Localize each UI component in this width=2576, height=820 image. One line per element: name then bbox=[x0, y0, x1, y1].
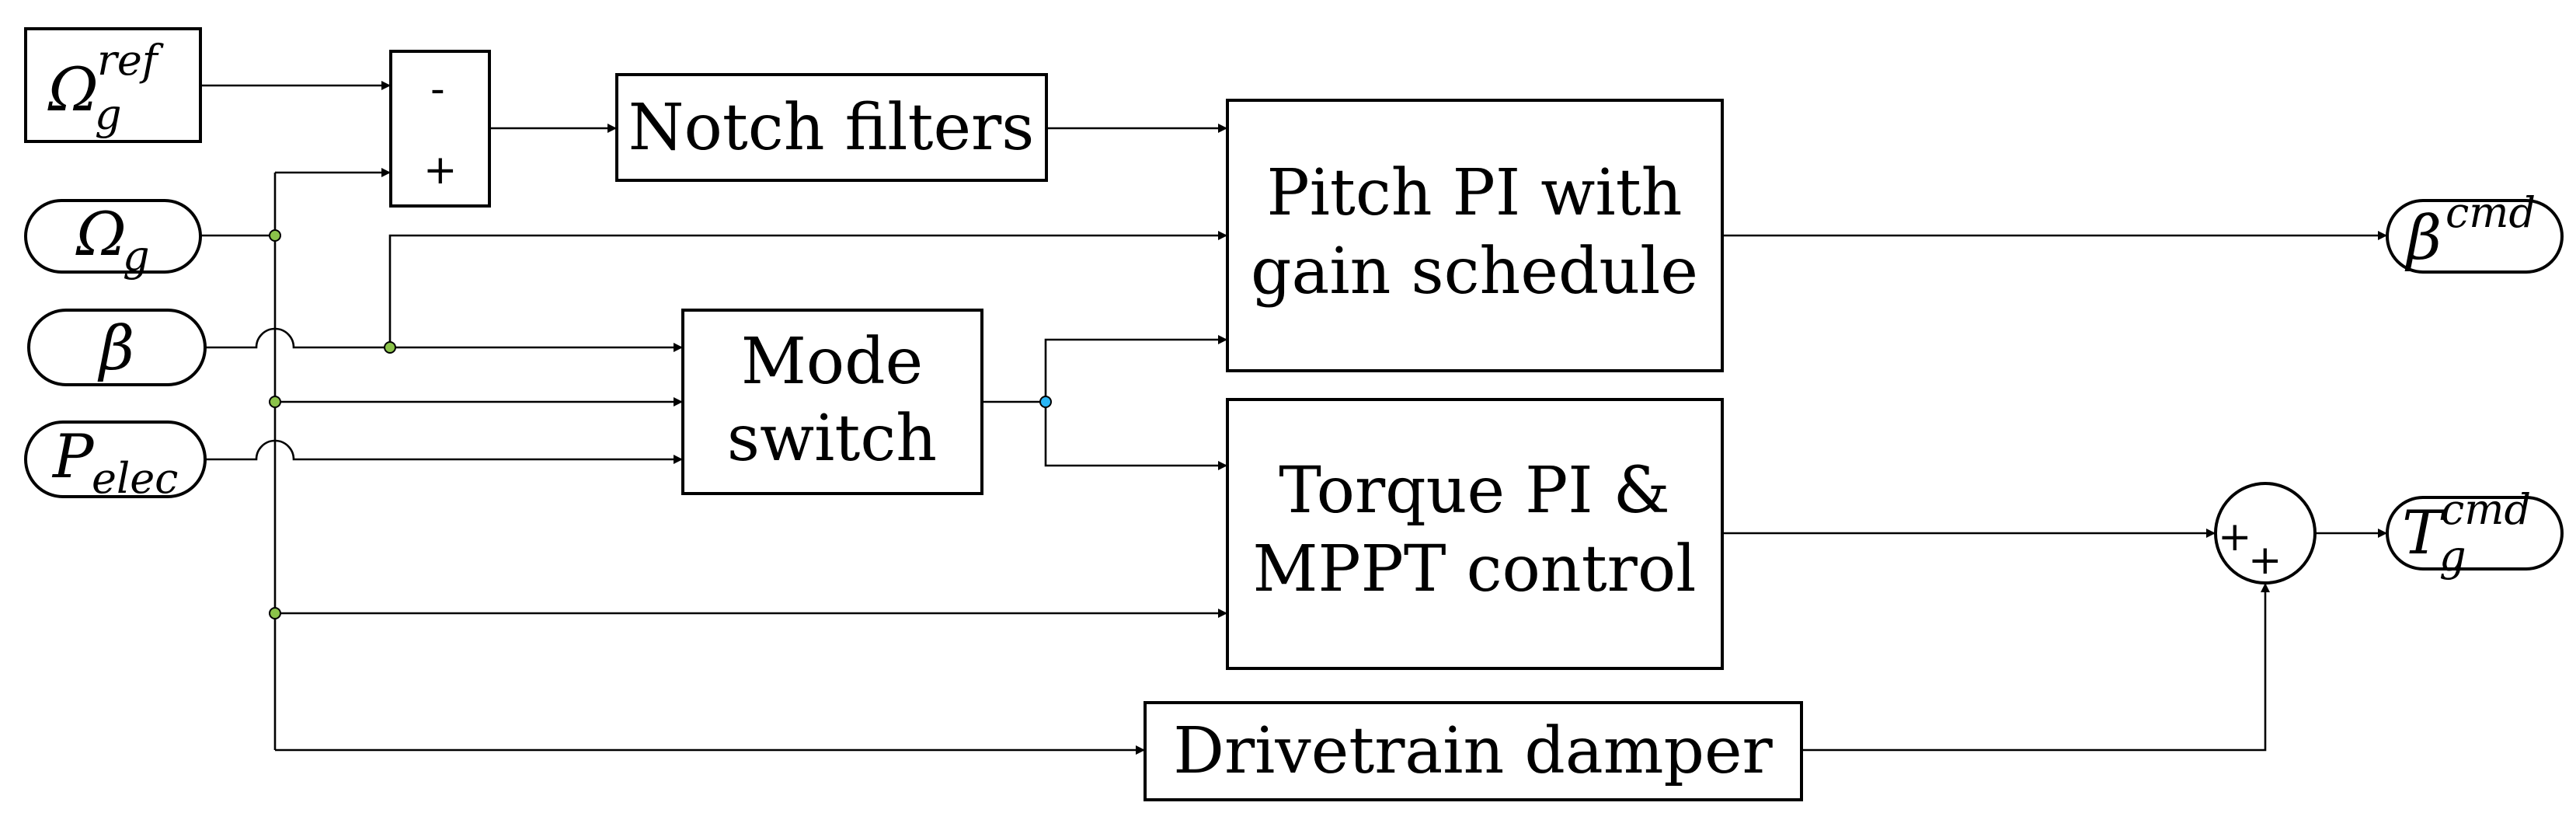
summer-plus-sign-2: + bbox=[2248, 537, 2282, 584]
input-omega-g: Ω g bbox=[24, 199, 202, 281]
beta-cmd-superscript: cmd bbox=[2445, 188, 2536, 237]
junction-dot bbox=[269, 229, 281, 242]
junction-dot bbox=[269, 607, 281, 619]
omega-ref-subscript: g bbox=[95, 90, 122, 139]
output-torque-cmd: T cmd g bbox=[2386, 485, 2564, 581]
mode-switch-label-2: switch bbox=[727, 402, 937, 476]
summer-plus-sign-1: + bbox=[2218, 514, 2252, 560]
input-p-elec: P elec bbox=[24, 420, 207, 503]
junction-dot bbox=[269, 396, 281, 408]
junction-dot bbox=[384, 341, 396, 354]
torque-cmd-subscript: g bbox=[2439, 532, 2466, 581]
pitch-pi-label-1: Pitch PI with bbox=[1267, 156, 1683, 230]
speed-error-comparator: - + bbox=[389, 50, 491, 208]
mode-switch-label-1: Mode bbox=[741, 325, 923, 399]
omega-ref-symbol: Ω bbox=[47, 55, 99, 125]
notch-filters-block: Notch filters bbox=[615, 73, 1048, 182]
input-beta: β bbox=[27, 309, 207, 386]
signal-wires bbox=[200, 81, 2387, 755]
torque-cmd-symbol: T bbox=[2402, 498, 2446, 568]
pitch-pi-block: Pitch PI with gain schedule bbox=[1226, 99, 1724, 372]
p-elec-subscript: elec bbox=[92, 454, 178, 503]
output-beta-cmd: β cmd bbox=[2386, 188, 2564, 274]
omega-g-symbol: Ω bbox=[75, 200, 127, 270]
pitch-pi-label-2: gain schedule bbox=[1251, 235, 1698, 309]
junction-dot-mode-switch bbox=[1039, 396, 1052, 408]
torque-pi-block: Torque PI & MPPT control bbox=[1226, 398, 1724, 670]
torque-cmd-superscript: cmd bbox=[2441, 485, 2531, 534]
junction-dots bbox=[269, 229, 1052, 619]
omega-ref-superscript: ref bbox=[97, 36, 164, 85]
torque-pi-label-1: Torque PI & bbox=[1279, 454, 1669, 528]
mode-switch-block: Mode switch bbox=[681, 309, 983, 495]
p-elec-symbol: P bbox=[51, 422, 95, 492]
comparator-plus-sign: + bbox=[423, 147, 458, 194]
beta-cmd-symbol: β bbox=[2404, 204, 2442, 274]
input-omega-ref: Ω g ref bbox=[24, 27, 202, 143]
svg-text:Ω: Ω bbox=[47, 55, 99, 125]
drivetrain-damper-block: Drivetrain damper bbox=[1144, 701, 1803, 801]
drivetrain-damper-label: Drivetrain damper bbox=[1173, 714, 1773, 788]
beta-symbol: β bbox=[97, 314, 134, 384]
comparator-minus-sign: - bbox=[430, 66, 445, 113]
notch-filters-label: Notch filters bbox=[628, 91, 1035, 165]
torque-pi-label-2: MPPT control bbox=[1253, 532, 1697, 606]
omega-g-subscript: g bbox=[123, 232, 150, 281]
torque-summing-junction: + + bbox=[2214, 482, 2317, 584]
